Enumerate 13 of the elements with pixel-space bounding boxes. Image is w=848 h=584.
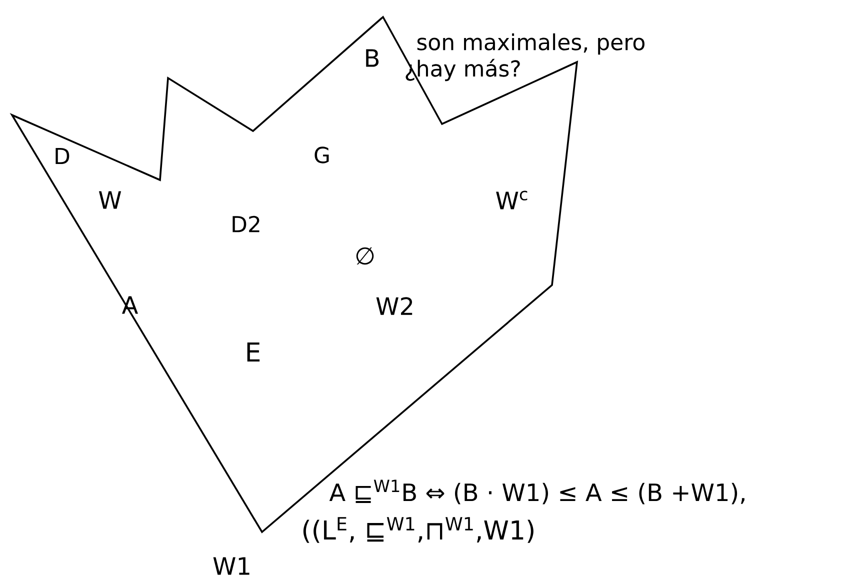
formula-text: A ⊑$^{W1}$B ⇔ (B · W1) ≤ A ≤ (B +W1), <box>329 480 744 504</box>
region-label: W <box>98 191 122 209</box>
region-label: D2 <box>232 216 260 232</box>
note-text: son maximales, pero <box>417 33 644 55</box>
region-label: G <box>314 146 329 164</box>
vertex-label: B <box>366 49 379 67</box>
region-label: W$^{c}$ <box>496 190 528 210</box>
region-label: D <box>56 148 70 164</box>
vertex-label: W1 <box>213 557 250 575</box>
formula-text: ((L$^{E}$, ⊑$^{W1}$,⊓$^{W1}$,W1) <box>303 517 534 543</box>
region-label: ∅ <box>356 247 374 265</box>
region-label: E <box>247 342 260 362</box>
region-label: W2 <box>376 297 412 315</box>
